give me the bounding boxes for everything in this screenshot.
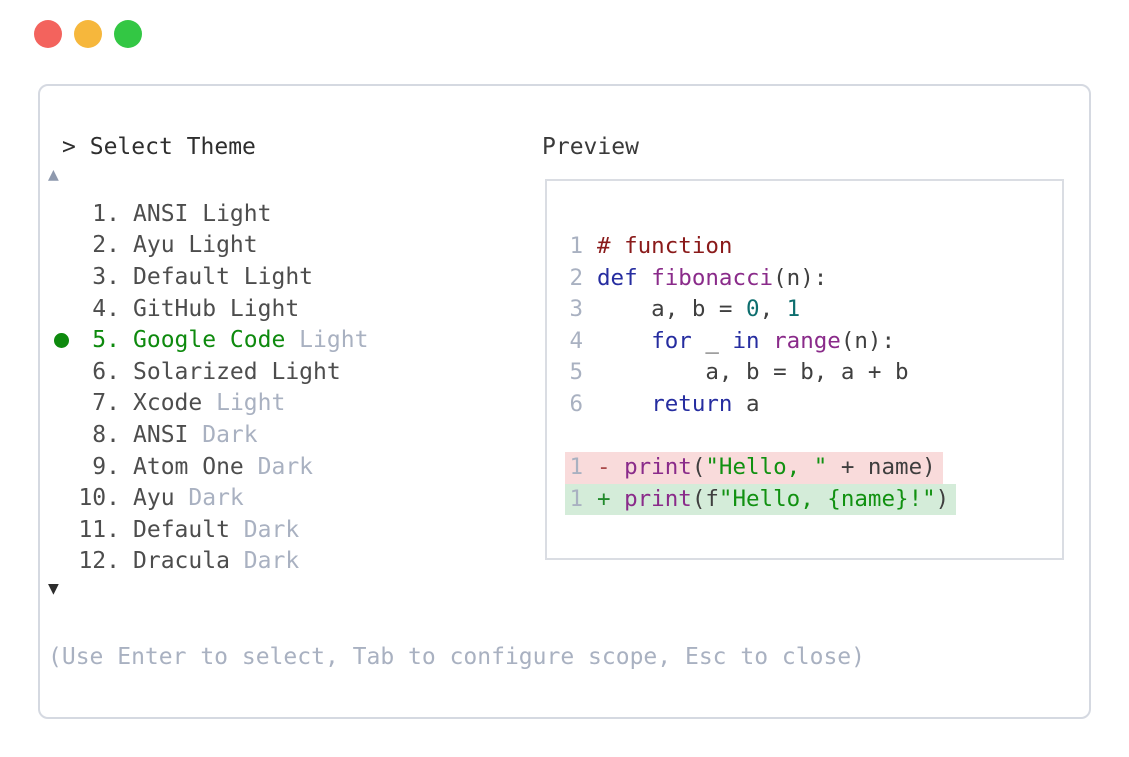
diff-line-added: 1+ print(f"Hello, {name}!") bbox=[565, 483, 1062, 516]
code-line: 4 for _ in range(n): bbox=[569, 326, 1062, 358]
line-number: 4 bbox=[569, 327, 583, 354]
theme-item-number: 9. bbox=[92, 453, 120, 480]
theme-item-ansi-light[interactable]: 1. ANSI Light bbox=[40, 198, 540, 230]
line-number: 2 bbox=[569, 264, 583, 291]
theme-item-name: Ayu Light bbox=[133, 232, 258, 259]
theme-item-ayu[interactable]: 10. Ayu Dark bbox=[40, 482, 540, 514]
theme-item-default[interactable]: 11. Default Dark bbox=[40, 514, 540, 546]
close-button[interactable] bbox=[34, 20, 62, 48]
theme-item-name: Default bbox=[133, 516, 230, 543]
theme-item-variant: Light bbox=[285, 327, 369, 354]
theme-item-number: 10. bbox=[78, 485, 120, 512]
theme-item-number: 11. bbox=[78, 516, 120, 543]
code-line: 6 return a bbox=[569, 389, 1062, 421]
theme-item-variant: Dark bbox=[229, 548, 300, 575]
theme-item-number: 3. bbox=[92, 263, 120, 290]
theme-item-google-code[interactable]: 5. Google Code Light bbox=[40, 324, 540, 356]
diff-block: 1- print("Hello, " + name)1+ print(f"Hel… bbox=[565, 452, 1062, 516]
code-line: 3 a, b = 0, 1 bbox=[569, 294, 1062, 326]
theme-item-variant: Dark bbox=[229, 516, 300, 543]
theme-item-number: 7. bbox=[92, 390, 120, 417]
preview-title: Preview bbox=[542, 134, 639, 160]
theme-item-name: Solarized Light bbox=[133, 358, 341, 385]
theme-item-number: 4. bbox=[92, 295, 120, 322]
theme-item-solarized-light[interactable]: 6. Solarized Light bbox=[40, 356, 540, 388]
theme-item-name: Default Light bbox=[133, 263, 314, 290]
theme-item-number: 8. bbox=[92, 421, 120, 448]
theme-item-variant: Dark bbox=[188, 421, 258, 448]
scroll-down-icon[interactable]: ▼ bbox=[48, 578, 59, 599]
code-line: 5 a, b = b, a + b bbox=[569, 357, 1062, 389]
keyboard-hint: (Use Enter to select, Tab to configure s… bbox=[48, 644, 865, 670]
minimize-button[interactable] bbox=[74, 20, 102, 48]
line-number: 6 bbox=[569, 390, 583, 417]
theme-item-ansi[interactable]: 8. ANSI Dark bbox=[40, 419, 540, 451]
theme-item-variant: Dark bbox=[243, 453, 314, 480]
picker-title: Select Theme bbox=[89, 134, 256, 160]
theme-item-variant: Light bbox=[202, 390, 286, 417]
zoom-button[interactable] bbox=[114, 20, 142, 48]
code-blank-line bbox=[569, 421, 1062, 453]
theme-item-xcode[interactable]: 7. Xcode Light bbox=[40, 388, 540, 420]
theme-item-name: GitHub Light bbox=[133, 295, 300, 322]
theme-item-name: Xcode bbox=[133, 390, 203, 417]
line-number: 3 bbox=[569, 296, 583, 323]
theme-item-dracula[interactable]: 12. Dracula Dark bbox=[40, 546, 540, 578]
theme-item-number: 2. bbox=[92, 232, 120, 259]
theme-item-number: 1. bbox=[92, 200, 120, 227]
selected-bullet-icon bbox=[50, 332, 76, 348]
theme-item-number: 5. bbox=[92, 327, 120, 354]
theme-picker-window: > Select Theme ▲ 1. ANSI Light 2. Ayu Light… bbox=[38, 84, 1091, 719]
theme-item-default-light[interactable]: 3. Default Light bbox=[40, 261, 540, 293]
theme-item-name: ANSI bbox=[133, 421, 189, 448]
theme-item-variant: Dark bbox=[174, 485, 244, 512]
traffic-lights bbox=[34, 20, 142, 48]
picker-header: > Select Theme bbox=[62, 134, 256, 160]
theme-item-atom-one[interactable]: 9. Atom One Dark bbox=[40, 451, 540, 483]
code-line: 1# function bbox=[569, 231, 1062, 263]
theme-item-name: Atom One bbox=[133, 453, 244, 480]
diff-plus-sign: + bbox=[597, 485, 625, 512]
theme-item-name: Google Code bbox=[133, 327, 286, 354]
prompt-icon: > bbox=[62, 134, 76, 160]
scroll-up-icon[interactable]: ▲ bbox=[48, 164, 59, 185]
theme-item-name: Dracula bbox=[133, 548, 230, 575]
theme-item-number: 12. bbox=[78, 548, 120, 575]
line-number: 1 bbox=[569, 485, 583, 512]
line-number: 1 bbox=[569, 233, 583, 259]
theme-item-number: 6. bbox=[92, 358, 120, 385]
line-number: 5 bbox=[569, 359, 583, 386]
theme-item-ayu-light[interactable]: 2. Ayu Light bbox=[40, 230, 540, 262]
diff-line-removed: 1- print("Hello, " + name) bbox=[565, 452, 1062, 484]
line-number: 1 bbox=[569, 454, 583, 481]
theme-item-name: Ayu bbox=[133, 485, 175, 512]
theme-item-github-light[interactable]: 4. GitHub Light bbox=[40, 293, 540, 325]
theme-item-name: ANSI Light bbox=[133, 200, 272, 227]
diff-minus-sign: - bbox=[597, 454, 625, 481]
